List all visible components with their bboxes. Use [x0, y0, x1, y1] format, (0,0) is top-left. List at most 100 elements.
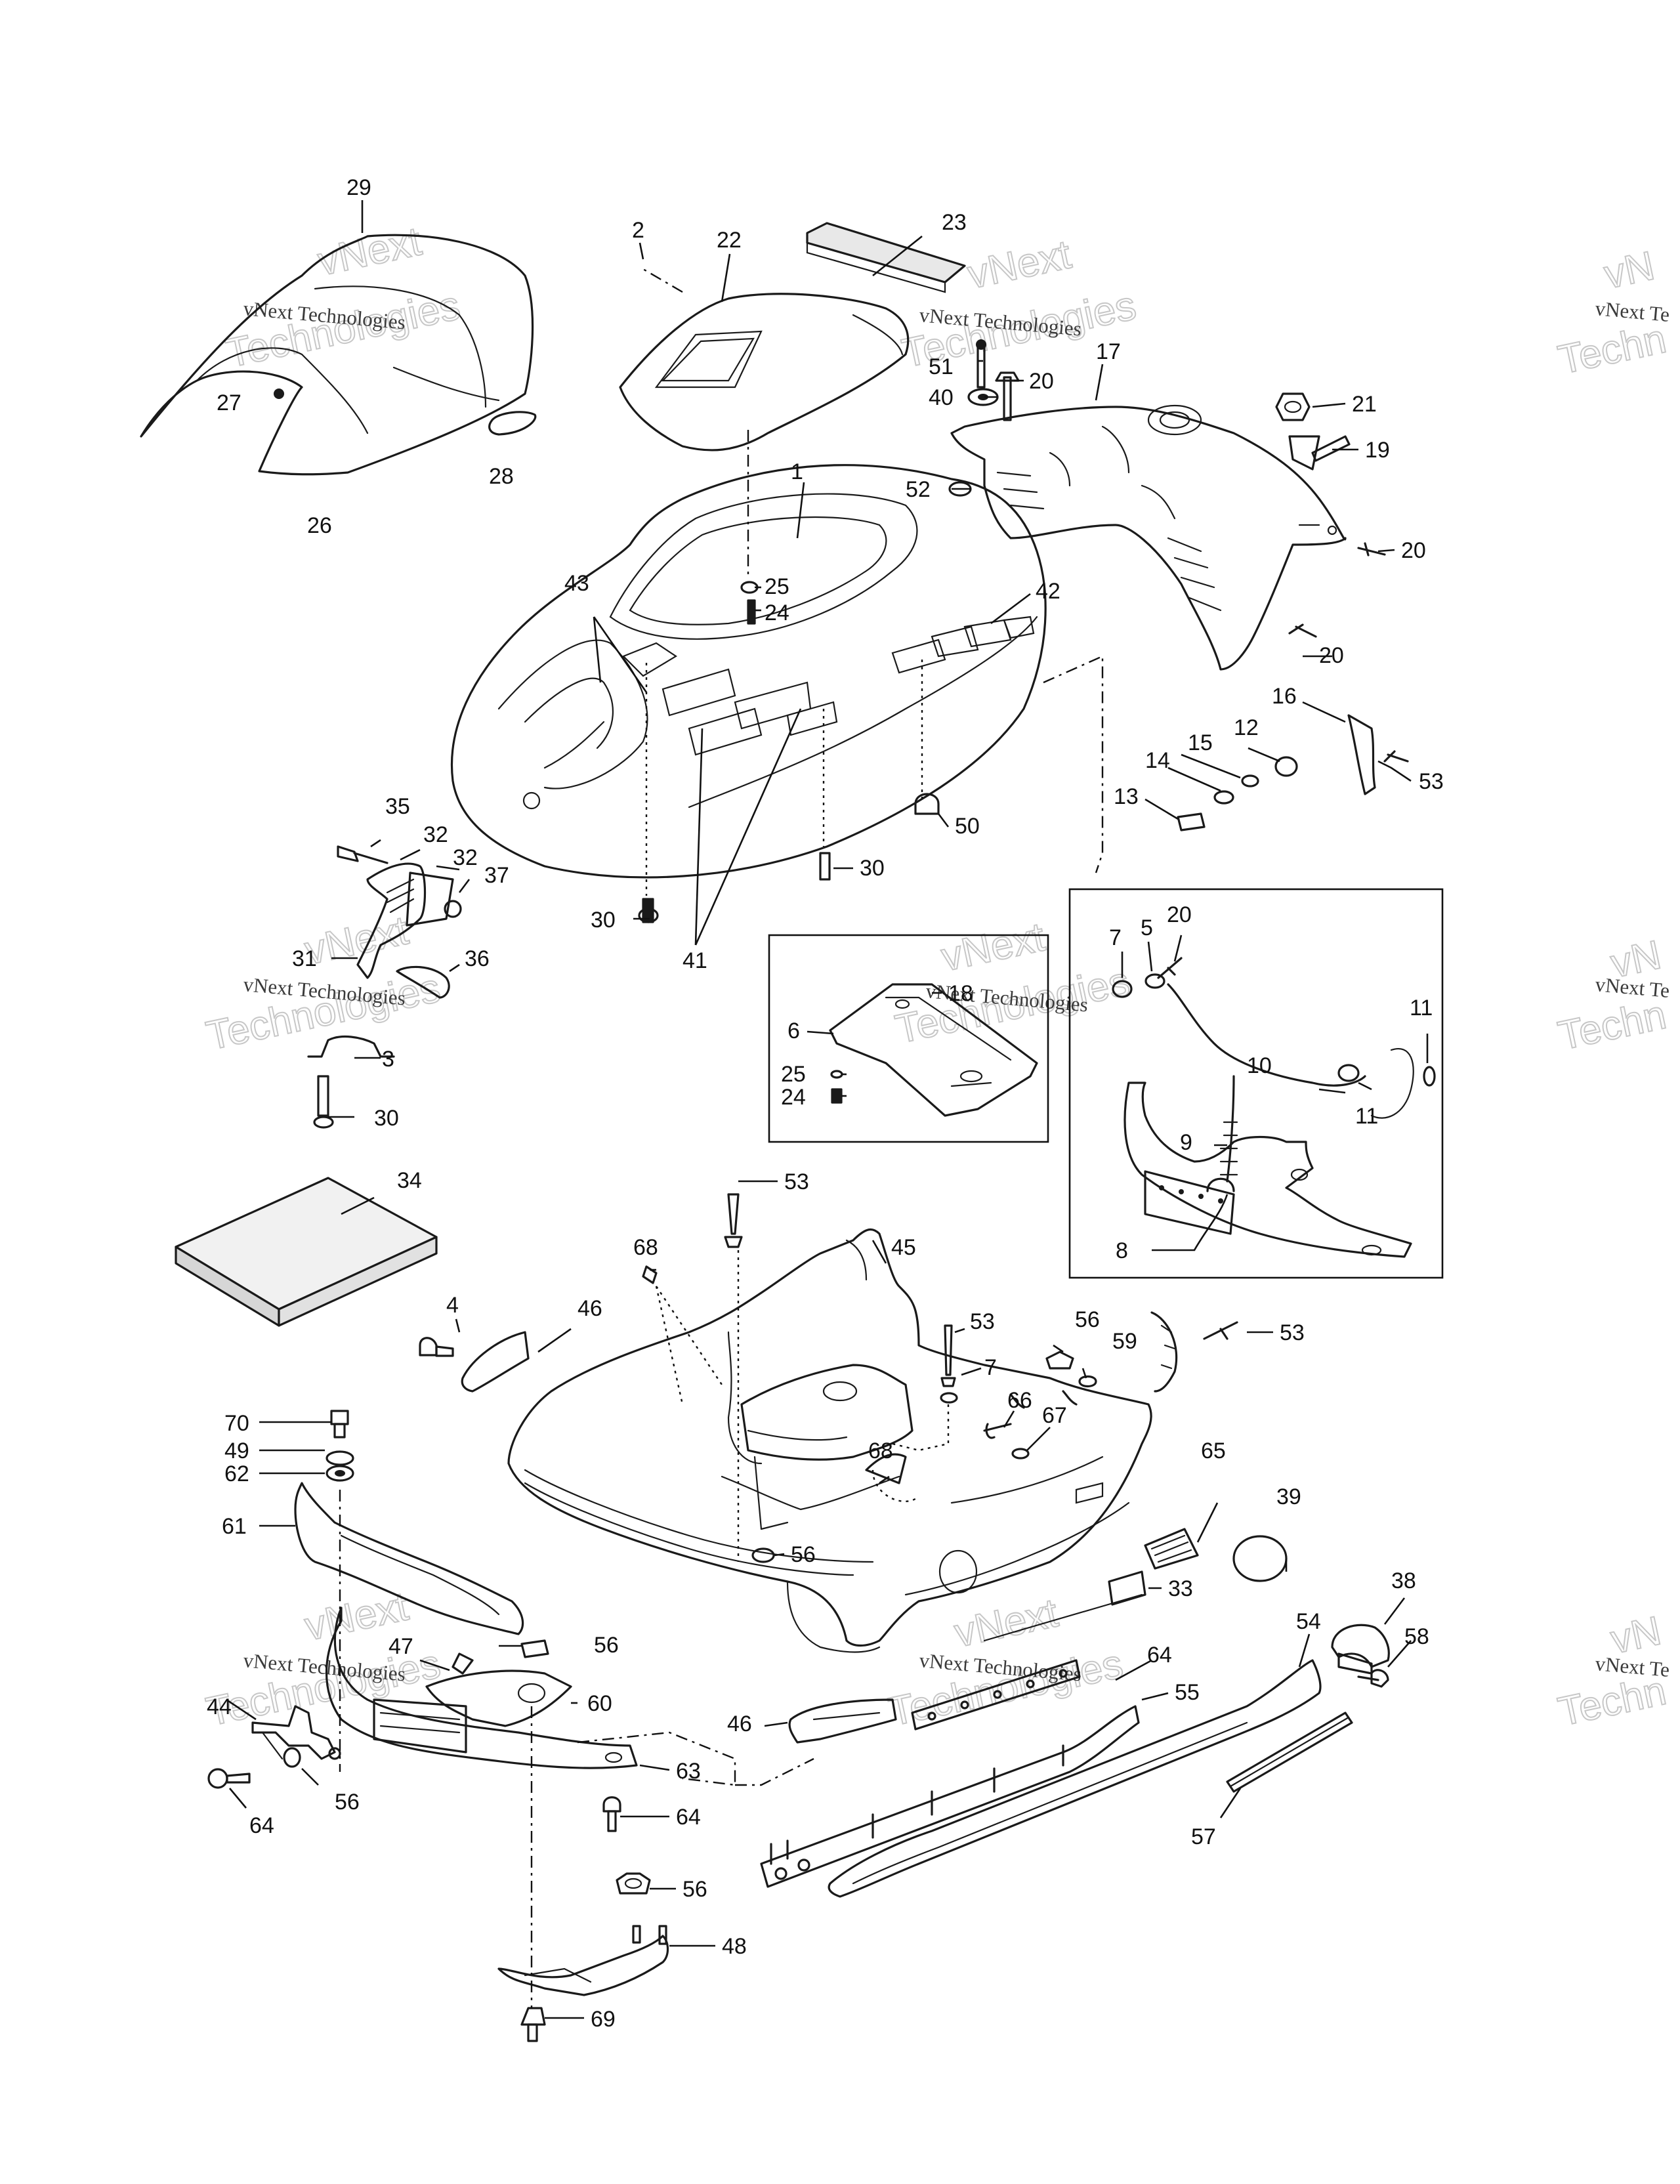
leader-lines — [226, 200, 1429, 2019]
hood-part-1 — [450, 464, 1047, 879]
callout-23: 23 — [942, 210, 967, 235]
windshield-clip-part-28 — [488, 411, 537, 436]
callout-40: 40 — [929, 385, 954, 410]
ski-runner-part-55 — [760, 1705, 1140, 1888]
ski-part-54 — [828, 1659, 1322, 1898]
callout-30: 30 — [860, 856, 885, 881]
callout-12: 12 — [1234, 715, 1259, 740]
watermark-mark: Techn — [1555, 992, 1670, 1059]
front-bumper-part-8 — [1112, 957, 1436, 1258]
hardware-left — [207, 1410, 651, 1895]
callout-52: 52 — [906, 477, 931, 502]
callout-20: 20 — [1167, 902, 1192, 927]
belly-pan-part-45 — [507, 1228, 1152, 1653]
callout-17: 17 — [1096, 339, 1121, 364]
callout-68: 68 — [633, 1235, 658, 1260]
callout-26: 26 — [307, 513, 332, 538]
windshield-part-29 — [140, 234, 537, 476]
callout-32: 32 — [423, 822, 448, 847]
arm-part-61 — [294, 1482, 524, 1635]
ski-handle-part-38 — [1331, 1624, 1390, 1688]
callout-56: 56 — [682, 1877, 707, 1902]
watermark-mark: vNext — [314, 219, 425, 284]
callout-60: 60 — [587, 1691, 612, 1716]
hardware-top-right — [914, 339, 1409, 831]
callout-1: 1 — [791, 459, 803, 484]
front-suspension-part-60 — [326, 1606, 638, 1769]
callout-57: 57 — [1191, 1824, 1216, 1849]
callout-70: 70 — [224, 1411, 249, 1436]
callout-53: 53 — [784, 1169, 809, 1194]
callout-2: 2 — [632, 218, 644, 243]
callout-30: 30 — [374, 1106, 399, 1131]
callout-62: 62 — [224, 1461, 249, 1486]
callout-11: 11 — [1410, 996, 1433, 1020]
watermark-mark: vN — [1601, 243, 1658, 297]
callout-22: 22 — [717, 228, 742, 253]
callout-58: 58 — [1404, 1624, 1429, 1649]
hinge-assembly — [307, 845, 462, 1129]
callout-11: 11 — [1355, 1104, 1378, 1129]
callout-10: 10 — [1247, 1053, 1272, 1078]
callout-47: 47 — [388, 1634, 413, 1659]
callout-3: 3 — [382, 1047, 394, 1072]
callout-37: 37 — [484, 863, 509, 888]
callout-9: 9 — [1180, 1130, 1192, 1155]
callout-8: 8 — [1116, 1238, 1128, 1263]
callout-31: 31 — [292, 946, 317, 971]
callout-46: 46 — [578, 1296, 602, 1321]
skid-plate-part-6 — [829, 983, 1038, 1117]
callout-69: 69 — [591, 2007, 616, 2032]
callout-50: 50 — [955, 814, 980, 839]
callout-4: 4 — [446, 1293, 459, 1318]
callout-64: 64 — [249, 1813, 274, 1838]
callout-66: 66 — [1007, 1388, 1032, 1413]
callout-27: 27 — [217, 390, 242, 415]
callout-20: 20 — [1319, 643, 1344, 668]
callout-63: 63 — [676, 1759, 701, 1784]
callout-5: 5 — [1141, 915, 1153, 940]
callout-20: 20 — [1029, 369, 1054, 394]
callout-65: 65 — [1201, 1438, 1226, 1463]
part-65 — [1144, 1528, 1199, 1570]
callout-56: 56 — [335, 1790, 360, 1815]
foam-pad-part-34 — [175, 1177, 438, 1327]
callout-18: 18 — [948, 981, 973, 1006]
callout-20: 20 — [1401, 538, 1426, 563]
detail-box-18 — [768, 934, 1049, 1143]
watermark-mark: vNext — [301, 908, 412, 973]
callout-7: 7 — [984, 1355, 997, 1380]
connector-lines — [339, 268, 1104, 2008]
callout-67: 67 — [1042, 1403, 1067, 1428]
watermark-mark: vNext — [938, 914, 1049, 980]
callout-56: 56 — [1075, 1307, 1100, 1332]
callout-61: 61 — [222, 1514, 247, 1539]
callout-41: 41 — [682, 948, 707, 973]
callout-55: 55 — [1175, 1680, 1200, 1705]
callout-46: 46 — [727, 1712, 752, 1736]
callout-48: 48 — [722, 1934, 747, 1959]
callout-38: 38 — [1391, 1568, 1416, 1593]
callout-16: 16 — [1272, 684, 1297, 709]
callout-56: 56 — [791, 1542, 816, 1567]
callout-53: 53 — [1419, 769, 1444, 794]
callout-21: 21 — [1352, 392, 1377, 417]
callout-56: 56 — [594, 1633, 619, 1658]
callout-6: 6 — [788, 1018, 800, 1043]
callout-32: 32 — [453, 845, 478, 870]
foam-strip-part-23 — [806, 222, 966, 293]
callout-44: 44 — [207, 1694, 232, 1719]
callout-35: 35 — [385, 794, 410, 819]
callout-29: 29 — [346, 175, 371, 200]
callout-68: 68 — [868, 1438, 893, 1463]
callout-7: 7 — [1109, 925, 1122, 950]
callout-45: 45 — [891, 1235, 916, 1260]
callout-51: 51 — [929, 354, 954, 379]
callout-64: 64 — [1147, 1643, 1172, 1668]
callout-43: 43 — [564, 571, 589, 596]
callout-25: 25 — [765, 574, 789, 599]
callout-59: 59 — [1112, 1329, 1137, 1354]
bracket-part-46-upper — [419, 1331, 530, 1393]
watermark-mark: vN — [1607, 932, 1665, 986]
